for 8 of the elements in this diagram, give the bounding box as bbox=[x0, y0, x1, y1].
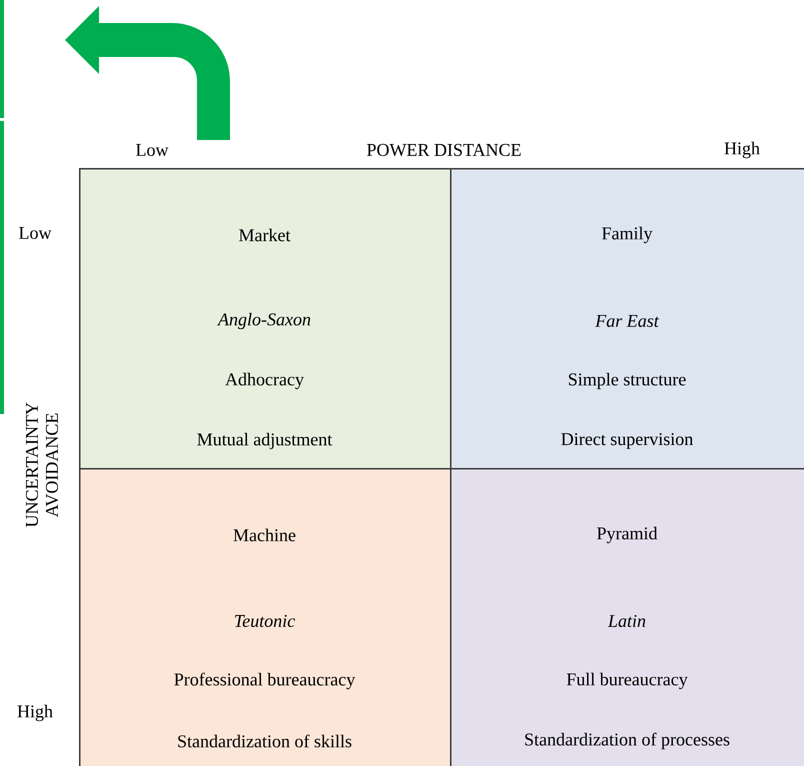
axis-label: High bbox=[18, 704, 53, 722]
quadrant-box: Family Far East Simple structure Direct supervision bbox=[450, 168, 804, 470]
axis-label: Low bbox=[19, 227, 52, 239]
quadrant-box: Machine Teutonic Professional bureaucracy Standardization of skills bbox=[79, 468, 452, 766]
quadrant-box: Pyramid Latin Full bureaucracy Standardization of processes bbox=[450, 468, 804, 766]
axis-label: POWER DISTANCE bbox=[367, 144, 521, 156]
axis-label: UNCERTAINTY AVOIDANCE bbox=[26, 402, 58, 528]
quadrant-box: Market Anglo-Saxon Adhocracy Mutual adjustment bbox=[79, 168, 452, 470]
